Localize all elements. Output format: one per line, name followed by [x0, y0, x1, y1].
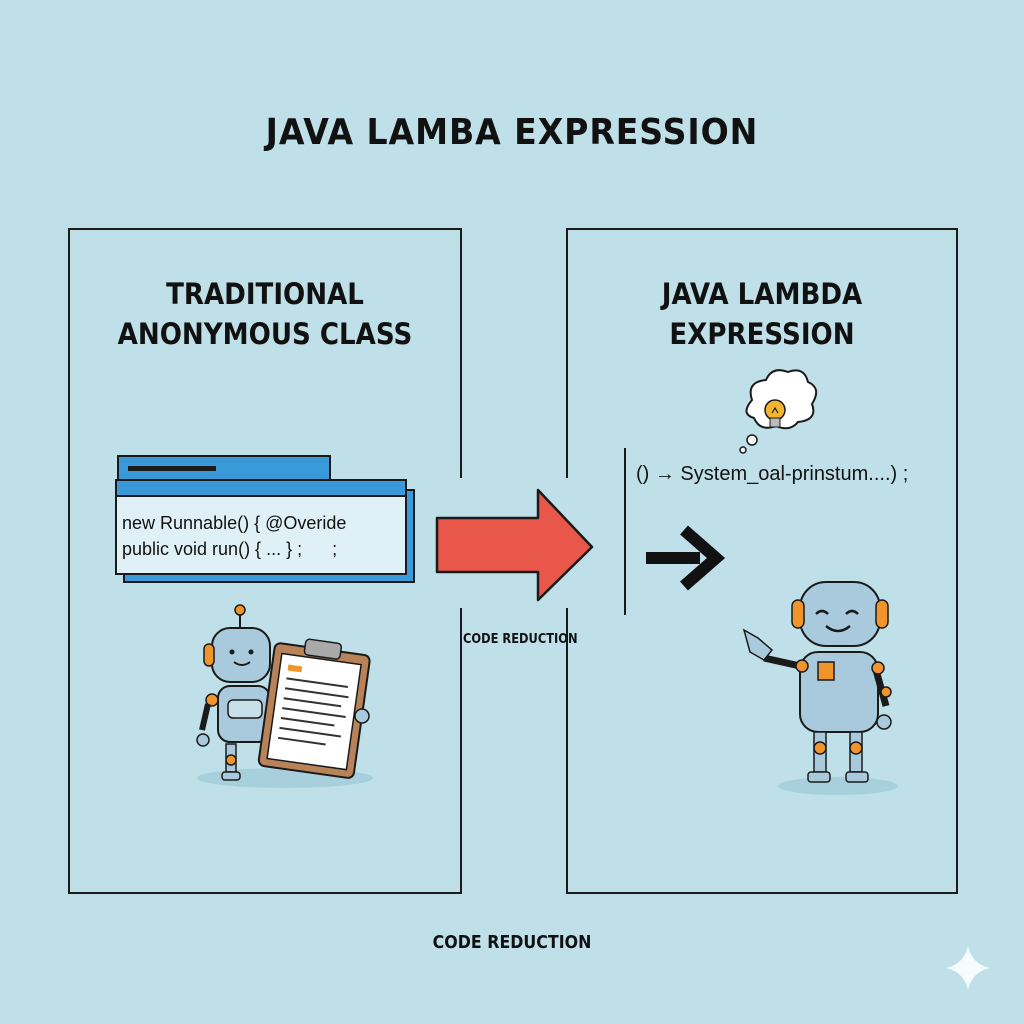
lambda-heading: JAVA LAMBDA EXPRESSION [587, 274, 936, 354]
code-line-2: public void run() { ... } ; ; [122, 539, 338, 559]
page-title: JAVA LAMBA EXPRESSION [265, 112, 759, 153]
arrow-black-icon [646, 525, 726, 591]
robot-pointing-icon [742, 581, 898, 795]
bottom-label: CODE REDUCTION [432, 932, 592, 953]
traditional-panel: TRADITIONAL ANONYMOUS CLASS [68, 228, 462, 894]
robot-clipboard-icon [196, 604, 373, 788]
traditional-heading-line1: TRADITIONAL [166, 277, 364, 311]
lambda-heading-line1: JAVA LAMBDA [661, 277, 863, 311]
traditional-heading-line2: ANONYMOUS CLASS [117, 317, 413, 351]
traditional-heading: TRADITIONAL ANONYMOUS CLASS [90, 274, 441, 354]
middle-label: CODE REDUCTION [463, 632, 578, 647]
code-line-1: new Runnable() { @Overide [122, 513, 347, 533]
anonymous-class-code: new Runnable() { @Overide public void run… [122, 510, 346, 562]
code-window-icon [115, 455, 415, 583]
lightbulb-icon [739, 369, 818, 454]
lambda-heading-line2: EXPRESSION [669, 317, 855, 351]
lambda-code: () → System_oal-prinstum....) ; [636, 463, 909, 485]
sparkle-icon [946, 946, 990, 990]
lambda-panel: JAVA LAMBDA EXPRESSION [566, 228, 958, 894]
arrow-right-icon [435, 488, 594, 602]
